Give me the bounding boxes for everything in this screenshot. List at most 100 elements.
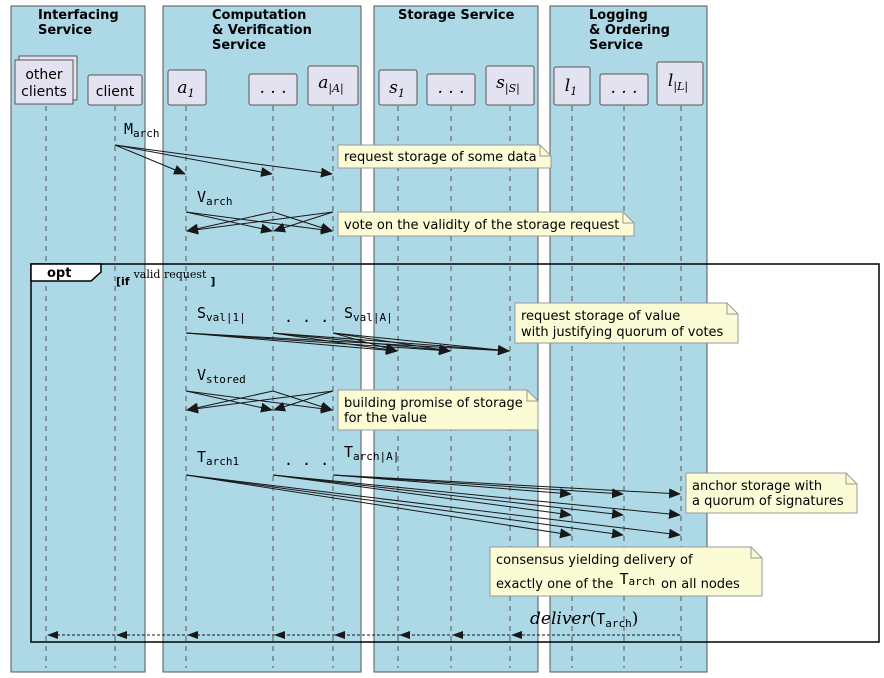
deliver-head-client [116, 631, 127, 639]
participant-a1-base: a [177, 78, 187, 98]
svg-text:a1: a1 [177, 78, 194, 100]
participant-s-dots-label: . . . [437, 78, 464, 98]
msg-march-base: M [124, 120, 133, 138]
note-anchor-line2: a quorum of signatures [692, 494, 844, 509]
msg-sval1-base: S [197, 304, 206, 322]
sval-a1-sS [185, 332, 510, 356]
box-title-logging-line2: & Ordering [589, 23, 670, 38]
opt-label: opt [47, 266, 71, 281]
vstored-aA-a1 [186, 390, 334, 414]
box-title-interfacing-line1: Interfacing [38, 8, 119, 23]
box-title-computation-line1: Computation [212, 8, 306, 23]
participant-client: client [87, 74, 143, 106]
msg-vstored-sub: stored [206, 373, 246, 386]
participant-a-A-base: a [318, 73, 328, 93]
msg-svalA-label: Sval|A| [344, 304, 393, 324]
tarch-aA-lL [332, 474, 681, 499]
svg-text:a|A|: a|A| [318, 73, 344, 96]
deliver-head-sdots [452, 631, 463, 639]
box-title-computation-line2: & Verification [212, 23, 312, 38]
msg-tarch-arrows [185, 474, 681, 539]
sval-adots-s1 [272, 332, 398, 355]
msg-varch-arrows [185, 211, 334, 235]
participant-client-label: client [96, 84, 135, 100]
note-request-text: request storage of some data [344, 150, 537, 165]
participant-s-dots: . . . [426, 73, 476, 106]
deliver-head-aA [334, 631, 345, 639]
participant-l1-base: l [565, 76, 570, 96]
msg-tarchA-label: Tarch|A| [344, 443, 399, 463]
participant-other-clients: other clients [14, 55, 78, 105]
msg-svalA-base: S [344, 304, 353, 322]
lifelines [45, 106, 682, 668]
opt-fragment: opt [ifvalid request] [30, 263, 880, 643]
box-title-storage: Storage Service [398, 8, 515, 23]
participant-l-dots-label: . . . [610, 78, 637, 98]
participant-other-clients-line2: clients [21, 84, 67, 100]
participant-a-A-sub: |A| [328, 82, 343, 96]
msg-sval1-label: Sval|1| [197, 304, 246, 324]
participant-s1-base: s [389, 78, 398, 98]
note-store-value: request storage of value with justifying… [514, 302, 739, 344]
opt-guard-suffix: ] [210, 275, 215, 288]
tarch-a1-l1 [185, 474, 572, 539]
deliver-head-a1 [187, 631, 198, 639]
sval-adots-sdots [272, 332, 451, 355]
msg-varch-label: Varch [197, 188, 233, 208]
msg-sval-arrows [185, 332, 510, 356]
sval-aA-sS [332, 332, 510, 355]
msg-march-arrows [114, 144, 333, 178]
participant-l1: l1 [553, 66, 591, 106]
vstored-aA-adots [273, 390, 334, 412]
opt-guard-prefix: [if [116, 275, 130, 288]
note-promise-line1: building promise of storage [344, 396, 523, 411]
msg-deliver-sub: arch [605, 617, 632, 630]
participant-l-L-sub: |L| [673, 80, 688, 94]
msg-tarch1-label: Tarch1 [197, 448, 239, 468]
msg-tarchA-sub: arch|A| [353, 450, 399, 463]
tarch-a1-ldots [185, 474, 624, 539]
svg-text:s|S|: s|S| [496, 73, 520, 96]
msg-tarch1-sub: arch1 [206, 455, 239, 468]
varch-aA-a1 [186, 211, 334, 235]
msg-vstored-arrows [185, 390, 334, 414]
msg-sval1-sub: val|1| [206, 311, 246, 324]
note-consensus: consensus yielding delivery of exactly o… [489, 546, 763, 597]
msg-deliver-func: deliver [530, 609, 590, 629]
note-promise: building promise of storage for the valu… [337, 389, 539, 431]
msg-deliver-base: T [596, 610, 605, 628]
vstored-adots-a1 [186, 390, 274, 413]
note-promise-line2: for the value [344, 411, 427, 426]
note-request: request storage of some data [337, 144, 552, 169]
msg-march-label: March [124, 120, 160, 140]
participant-l-L: l|L| [656, 61, 704, 106]
msg-tarch1-base: T [197, 448, 206, 466]
note-consensus-t-sub: arch [628, 575, 655, 588]
participant-a1: a1 [167, 69, 207, 106]
sval-a1-s1 [185, 332, 398, 356]
sval-a1-sdots [185, 332, 451, 356]
box-title-computation-line3: Service [212, 38, 266, 53]
participant-a-dots-label: . . . [259, 78, 286, 98]
participant-s1-sub: 1 [398, 87, 405, 100]
deliver-head-other-clients [47, 631, 58, 639]
tarch-aA-l1 [332, 474, 572, 499]
msg-march-arrow-a1 [114, 144, 186, 175]
note-vote: vote on the validity of the storage requ… [337, 211, 635, 237]
participant-s-S-base: s [496, 73, 505, 93]
msg-tarchA-base: T [344, 443, 353, 461]
note-vote-text: vote on the validity of the storage requ… [344, 218, 619, 233]
msg-march-arrow-aA [114, 144, 333, 178]
participant-other-clients-line1: other [25, 67, 63, 83]
msg-march-sub: arch [133, 127, 160, 140]
msg-vstored-label: Vstored [197, 366, 246, 386]
sval-aA-sdots [332, 332, 451, 355]
tarch-adots-ldots [272, 474, 624, 519]
note-consensus-post: on all nodes [661, 577, 740, 592]
participant-s1: s1 [378, 69, 418, 106]
deliver-head-sS [511, 631, 522, 639]
msg-svalA-sub: val|A| [353, 311, 393, 324]
tarch-adots-l1 [272, 474, 572, 519]
varch-adots-a1 [186, 211, 274, 234]
svg-text:s1: s1 [389, 78, 405, 100]
